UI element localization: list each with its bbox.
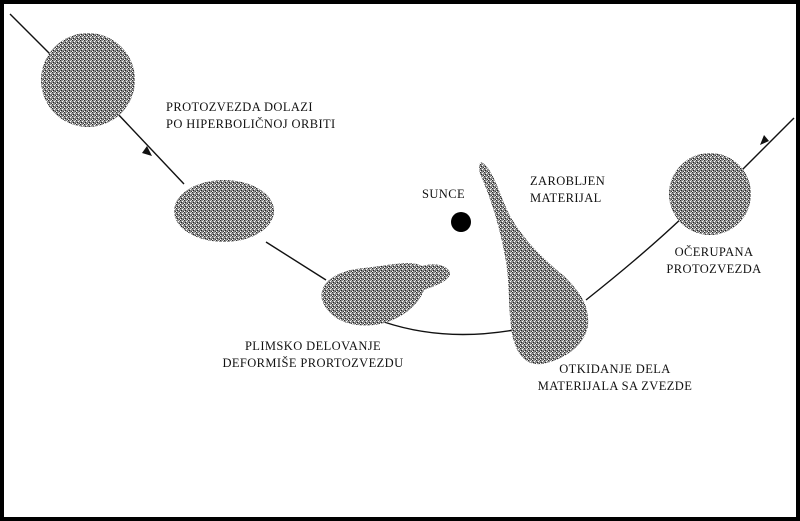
arrival-label-line1: PROTOZVEZDA DOLAZI xyxy=(166,100,313,114)
tidal-label-line1: PLIMSKO DELOVANJE xyxy=(244,339,382,353)
plucked-label-line1: OČERUPANA xyxy=(674,245,754,259)
captured-label-line1: ZAROBLJEN xyxy=(530,174,606,188)
orbit-path xyxy=(9,13,795,336)
deformed-protostar-blob xyxy=(321,263,450,326)
plucked-protostar-blob xyxy=(669,153,751,235)
arrow-icon xyxy=(142,146,152,156)
captured-material-label: ZAROBLJEN MATERIJAL xyxy=(530,173,605,207)
diagram-artwork xyxy=(9,13,795,365)
arrival-label-line2: PO HIPERBOLIČNOJ ORBITI xyxy=(166,117,336,131)
tearing-label-line1: OTKIDANJE DELA xyxy=(559,362,671,376)
tidal-deformation-label: PLIMSKO DELOVANJE DEFORMIŠE PRORTOZVEZDU xyxy=(200,338,426,372)
sun-label: SUNCE xyxy=(422,187,465,201)
protostar-approach-blob xyxy=(174,180,274,242)
plucked-protostar-label: OČERUPANA PROTOZVEZDA xyxy=(662,244,766,278)
tearing-label-line2: MATERIJALA SA ZVEZDE xyxy=(537,379,693,393)
sun-dot xyxy=(451,212,471,232)
arrival-label: PROTOZVEZDA DOLAZI PO HIPERBOLIČNOJ ORBI… xyxy=(166,99,336,133)
arrow-icon xyxy=(760,135,769,145)
tearing-material-label: OTKIDANJE DELA MATERIJALA SA ZVEZDE xyxy=(512,361,718,395)
captured-label-line2: MATERIJAL xyxy=(530,191,602,205)
captured-material-blob xyxy=(479,162,589,365)
tidal-label-line2: DEFORMIŠE PRORTOZVEZDU xyxy=(222,356,404,370)
protostar-arriving-blob xyxy=(41,33,135,127)
plucked-label-line2: PROTOZVEZDA xyxy=(666,262,762,276)
